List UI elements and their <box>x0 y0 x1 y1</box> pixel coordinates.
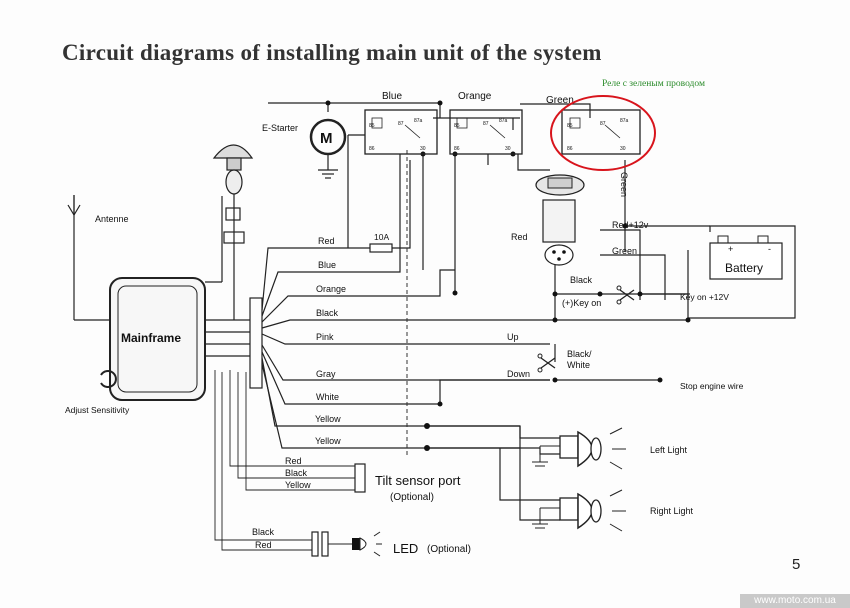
mainframe-unit: Mainframe <box>109 277 206 401</box>
adjust-sensitivity-label: Adjust Sensitivity <box>65 405 130 415</box>
tilt-wire-red: Red <box>285 456 302 466</box>
tilt-wire-yellow: Yellow <box>285 480 311 490</box>
wiring <box>73 102 796 551</box>
pin-label: Mainframe <box>121 331 181 345</box>
left-light-icon <box>532 427 626 470</box>
page-title: Circuit diagrams of installing main unit… <box>62 40 602 65</box>
stop-engine-label: Stop engine wire <box>680 381 744 391</box>
led-wire-black: Black <box>252 527 275 537</box>
down-label: Down <box>507 369 530 379</box>
pin-label: Battery <box>725 261 763 275</box>
pin-label: M <box>320 130 333 147</box>
estarter-motor: M <box>309 118 347 179</box>
wire-label-red: Red <box>318 236 335 246</box>
pin-label: 30 <box>620 146 626 152</box>
relay-blue-label: Blue <box>382 91 402 102</box>
pin-label: - <box>768 244 771 254</box>
scissors-icon <box>616 285 635 305</box>
key-black-label: Black <box>570 275 593 285</box>
relay-orange: 85 87 87a 86 30 Orange <box>449 91 523 155</box>
pin-label: 86 <box>369 146 375 152</box>
footer-url: www.moto.com.ua <box>740 594 850 608</box>
tilt-sensor-label: Tilt sensor port <box>375 473 461 488</box>
relay-green-label: Green <box>546 95 574 106</box>
tilt-optional-label: (Optional) <box>390 492 434 503</box>
pin-label: 85 <box>369 123 375 129</box>
left-light-label: Left Light <box>650 445 688 455</box>
pin-label: 87 <box>398 121 404 127</box>
green-wire-label: Green <box>619 172 629 197</box>
pin-label: 86 <box>454 146 460 152</box>
red12-label: Red+12v <box>612 220 649 230</box>
wire-label-blue: Blue <box>318 260 336 270</box>
pin-label: 30 <box>420 146 426 152</box>
key-red-label: Red <box>511 232 528 242</box>
junction-dots <box>325 100 691 451</box>
fuse-label: 10A <box>374 232 389 242</box>
wire-label-black: Black <box>316 308 339 318</box>
page-number: 5 <box>792 556 801 573</box>
relay-green: 85 87 87a 86 30 Green <box>546 95 641 155</box>
right-light-icon <box>532 489 626 532</box>
relay-note: Реле с зеленым проводом <box>602 79 705 89</box>
key-on-12v-label: Key on +12V <box>680 292 729 302</box>
black-white-label-1: Black/ <box>567 349 592 359</box>
wire-label-pink: Pink <box>316 332 334 342</box>
relay-orange-label: Orange <box>458 91 492 102</box>
led-optional-label: (Optional) <box>427 544 471 555</box>
adjust-knob-icon <box>100 370 117 388</box>
wire-label-white: White <box>316 392 339 402</box>
fuse-icon <box>369 243 393 253</box>
pin-label: 86 <box>567 146 573 152</box>
pin-label: 87a <box>414 118 423 124</box>
tilt-sensor-connector <box>354 463 366 493</box>
right-light-label: Right Light <box>650 506 694 516</box>
pin-label: 30 <box>505 146 511 152</box>
pin-label: 87 <box>483 121 489 127</box>
led-wire-red: Red <box>255 540 272 550</box>
wire-label-orange: Orange <box>316 284 346 294</box>
relay-blue: 85 87 87a 86 30 Blue <box>364 91 438 155</box>
key-on-label: (+)Key on <box>562 298 601 308</box>
tilt-wire-black: Black <box>285 468 308 478</box>
pin-label: 87a <box>620 118 629 124</box>
pin-label: + <box>728 244 733 254</box>
wire-label-yellow-2: Yellow <box>315 436 341 446</box>
wire-label-yellow-1: Yellow <box>315 414 341 424</box>
key-green-label: Green <box>612 246 637 256</box>
ignition-switch <box>535 174 585 266</box>
scissors-icon <box>537 353 556 373</box>
battery-icon: + - Battery <box>709 235 783 280</box>
wire-label-gray: Gray <box>316 369 336 379</box>
black-white-label-2: White <box>567 360 590 370</box>
siren-icon <box>212 144 254 244</box>
highlight-circle <box>550 95 656 171</box>
estarter-label: E-Starter <box>262 123 298 133</box>
led-label: LED <box>393 541 418 556</box>
antenna-icon <box>67 195 81 217</box>
up-label: Up <box>507 332 519 342</box>
pin-label: 85 <box>567 123 573 129</box>
led-icon <box>311 531 382 557</box>
pin-label: 85 <box>454 123 460 129</box>
pin-label: 87 <box>600 121 606 127</box>
antenna-label: Antenne <box>95 214 129 224</box>
pin-label: 87a <box>499 118 508 124</box>
